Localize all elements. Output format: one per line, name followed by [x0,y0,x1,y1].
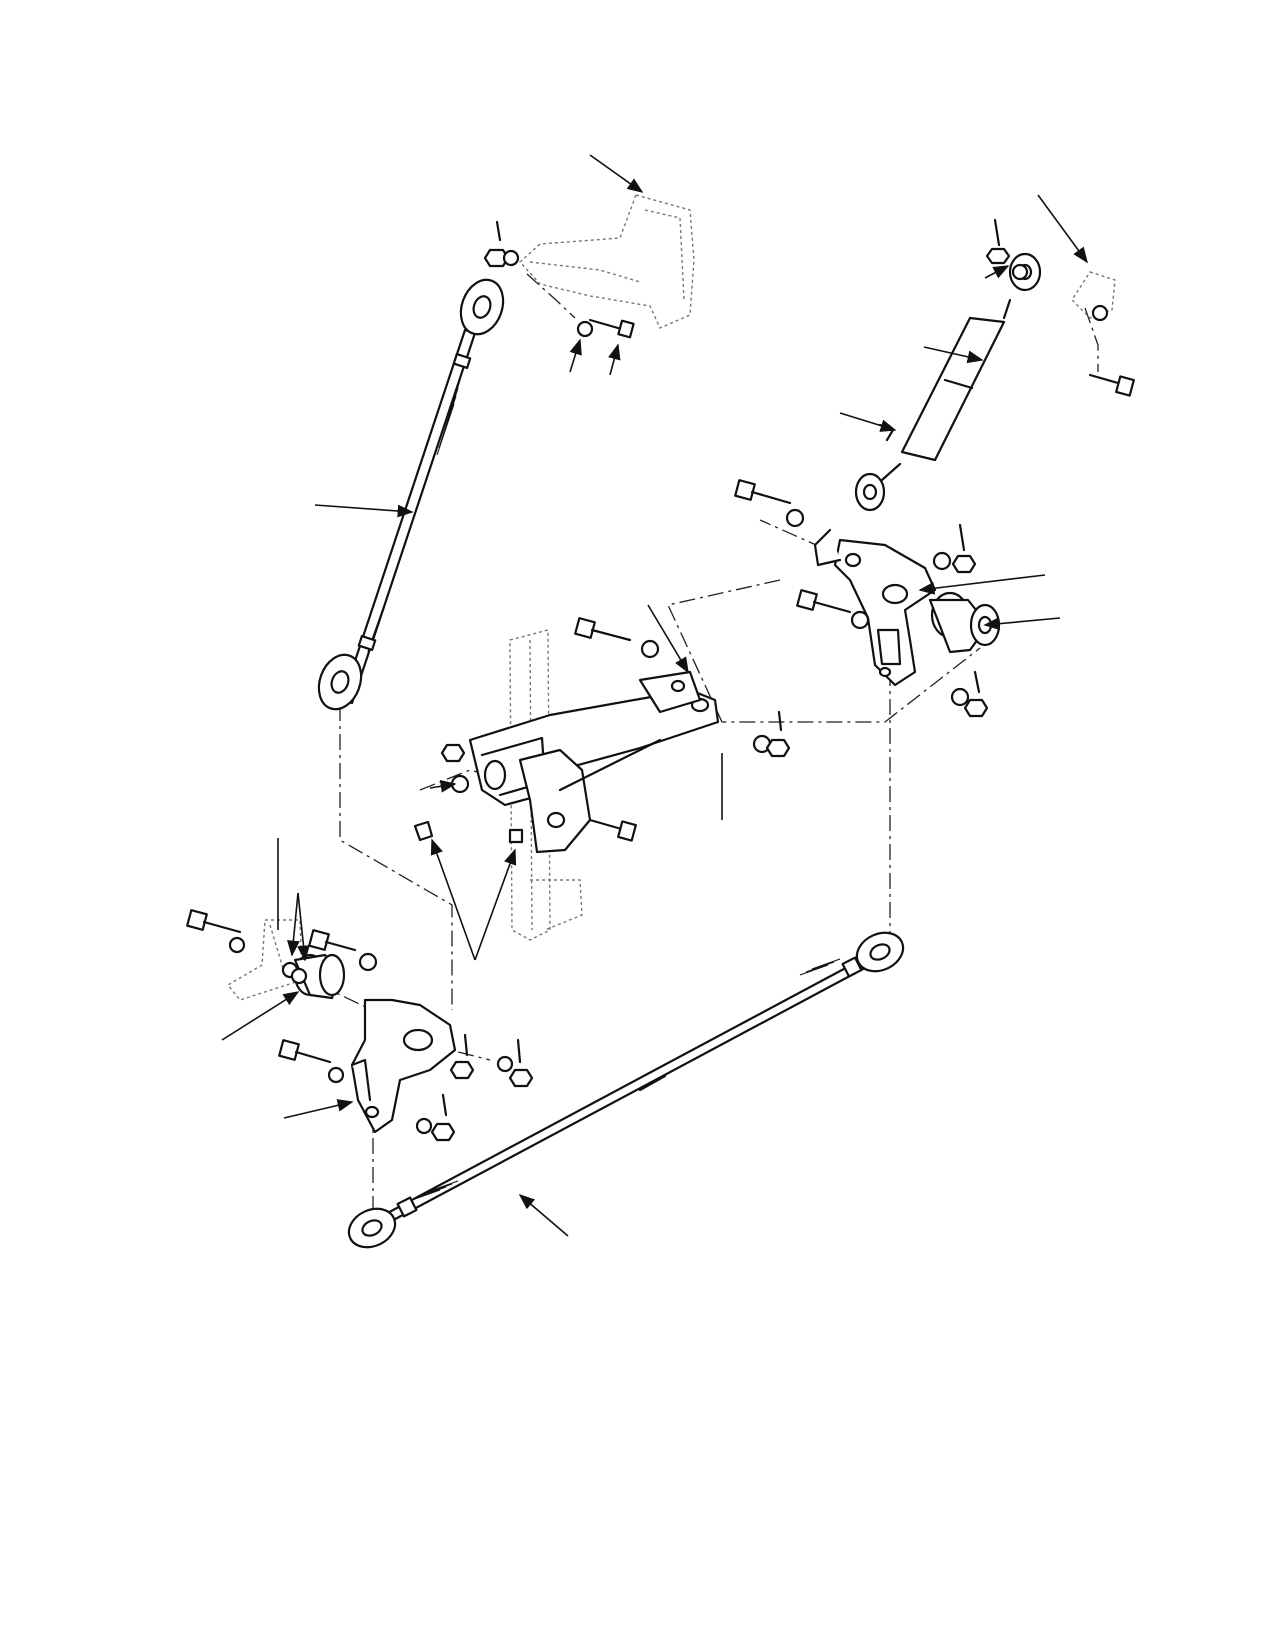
washer [932,551,952,571]
bolt [796,589,852,614]
washer [785,508,805,528]
castle-nut [508,1068,534,1088]
washer [1091,304,1109,322]
pin [413,820,434,842]
bolt [1088,373,1135,397]
center-arm [468,670,720,854]
washer [290,967,308,985]
upper-left-rod [317,278,505,711]
bolt [734,479,792,505]
bolt [186,909,242,934]
castle-nut [483,248,510,268]
cotter-pin [516,1038,522,1064]
right-bellcrank [813,528,937,687]
washer [415,1117,433,1135]
washer [640,639,660,659]
cotter-pin [463,1033,469,1057]
bolt [574,617,632,642]
washer [1011,263,1029,281]
washer [502,249,520,267]
washer [327,1066,345,1084]
washer [950,687,970,707]
cotter-pin [973,670,981,694]
washer [228,936,246,954]
lower-left-bracket-ghost [226,919,303,1001]
bolt [308,929,357,952]
castle-nut [963,698,989,718]
bolt [588,318,635,339]
bushing [576,320,594,338]
washer [358,952,378,972]
bolt [588,818,637,842]
bolt [278,1039,332,1064]
lower-tie-rod [347,931,905,1249]
right-bushing [928,591,1001,654]
cotter-pin [777,710,783,732]
upper-right-turnbuckle [854,252,1042,512]
washer [496,1055,514,1073]
cotter-pin [495,220,502,242]
cotter-pin [993,218,1001,247]
washer [850,610,870,630]
castle-nut [430,1122,456,1142]
hardware [228,218,1109,1142]
castle-nut [951,554,977,574]
callout-leaders [221,154,1088,1237]
upper-left-bracket-ghost [519,194,695,329]
bolts [186,318,1135,1064]
lower-left-bellcrank [350,998,457,1134]
cotter-pin [958,523,966,552]
castle-nut [765,738,791,758]
pin [508,828,524,844]
cotter-pin [441,1093,448,1117]
castle-nut [985,247,1011,265]
castle-nut [449,1060,475,1080]
nut [440,743,466,763]
